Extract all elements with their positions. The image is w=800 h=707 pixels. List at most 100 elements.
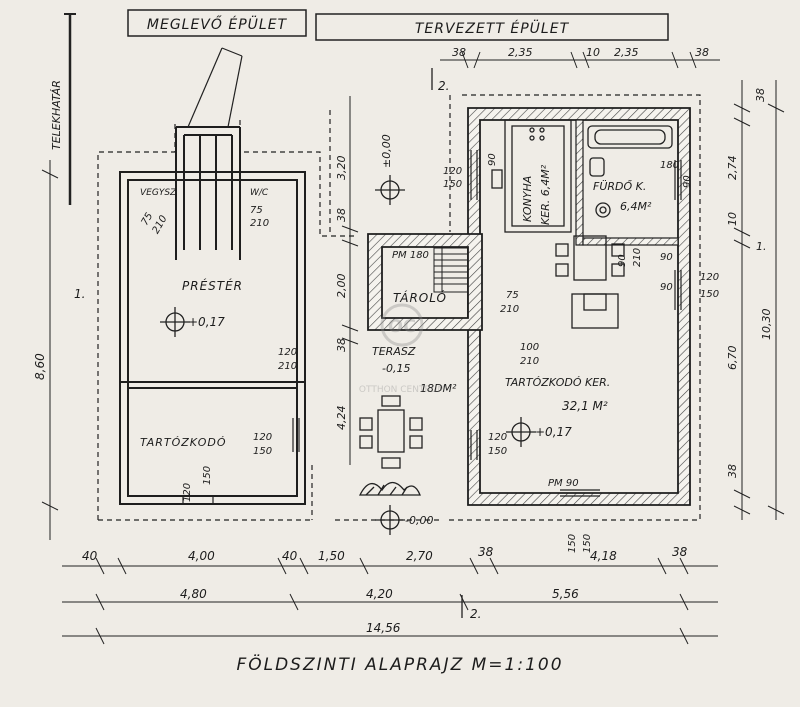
room-terrace: TERASZ [372, 345, 416, 358]
opening-bath-180: 180 [660, 160, 679, 171]
bot1-3: 1,50 [318, 549, 345, 563]
right-dimension-lines [733, 80, 785, 520]
opening-pm90: PM 90 [548, 478, 579, 489]
header-existing-building: MEGLEVŐ ÉPÜLET [127, 9, 307, 37]
existing-building-walls [119, 126, 306, 505]
room-storage: TÁROLÓ [393, 290, 447, 305]
kitchen-counter [491, 119, 572, 233]
left-dimension-line [41, 160, 59, 540]
middle-dimension-line [341, 96, 359, 465]
section-label-bottom: 2. [470, 607, 481, 621]
chimney-lines [187, 47, 243, 128]
mid-dim-2: 2,00 [335, 274, 348, 299]
right-dim-0: 38 [754, 88, 767, 102]
opening-right-150: 150 [700, 289, 719, 300]
opening-side-90: 90 [660, 252, 673, 263]
opening-fur-90: 90 [617, 254, 628, 267]
left-section-label: 1. [74, 287, 85, 301]
mid-dim-0: 3,20 [335, 156, 348, 181]
header-existing-label: MEGLEVŐ ÉPÜLET [147, 15, 288, 33]
bottom-dimension-lines [62, 557, 718, 645]
opening-side-90b: 90 [660, 282, 673, 293]
level-017-right: +0,17 [535, 425, 572, 439]
bot1-7: 38 [672, 545, 688, 559]
room-old-living: TARTÓZKODÓ [140, 436, 227, 449]
level-000: ±0,00 [380, 134, 393, 168]
watermark-logo: OC [388, 316, 417, 337]
level-marker-000 [375, 175, 405, 205]
kitchen-name: KONYHA [521, 176, 534, 222]
opening-100: 100 [520, 342, 539, 353]
opening-150-a: 150 [567, 534, 578, 553]
top-dim-1: 2,35 [508, 46, 533, 59]
top-dims: 38 2,35 10 2,35 38 [452, 46, 709, 59]
opening-top-120: 120 [443, 166, 462, 177]
bot1-6: 4,18 [590, 549, 617, 563]
right-dim-4: 38 [726, 464, 739, 478]
bot2-1: 4,20 [366, 587, 393, 601]
bottom-total: 14,56 [366, 621, 401, 635]
right-dim-1: 2,74 [726, 156, 739, 181]
opening-bottom-150: 150 [202, 466, 213, 485]
bot1-5: 38 [478, 545, 494, 559]
bot1-1: 4,00 [188, 549, 215, 563]
opening-bath-90: 90 [682, 175, 693, 188]
mid-dim-4: 4,24 [335, 406, 348, 431]
mid-dim-3: 38 [335, 338, 348, 352]
opening-pm180: PM 180 [392, 250, 429, 261]
mid-dim-1: 38 [335, 208, 348, 222]
watermark-text: OTTHON CENTRUM [359, 385, 445, 395]
room-living: TARTÓZKODÓ KER. [505, 376, 610, 389]
terrace-furniture [359, 395, 423, 469]
dining-table [555, 235, 625, 281]
top-dim-4: 38 [695, 46, 709, 59]
header-planned-building: TERVEZETT ÉPÜLET [315, 13, 669, 41]
bottom-dims-row2: 4,80 4,20 5,56 [180, 587, 579, 601]
bot1-4: 2,70 [406, 549, 433, 563]
plant-symbol [358, 481, 421, 496]
right-section-label: 1. [756, 240, 767, 253]
opening-210-b: 210 [250, 218, 269, 229]
header-planned-label: TERVEZETT ÉPÜLET [415, 19, 570, 37]
level-marker-017-left [160, 307, 190, 337]
middle-dims: 3,20 38 2,00 38 4,24 [335, 156, 348, 431]
bath-area: 6,4M² [620, 200, 652, 213]
opening-150-b: 150 [582, 534, 593, 553]
kitchen-area: KER. 6,4M² [539, 164, 552, 225]
bathroom-fixtures [587, 125, 673, 218]
top-dim-0: 38 [452, 46, 466, 59]
opening-labels: 120 150 75 210 75 210 PM 180 75 210 120 … [140, 153, 720, 553]
right-dim-2: 10 [726, 212, 739, 226]
top-dim-3: 2,35 [614, 46, 639, 59]
window-ticks [182, 150, 682, 504]
opening-fur-210: 210 [632, 248, 643, 267]
level-marker-000-bottom [375, 505, 405, 535]
opening-top-150: 150 [443, 179, 462, 190]
left-total: 8,60 [33, 353, 47, 380]
opening-75-b: 75 [250, 205, 263, 216]
section-markers [431, 68, 463, 618]
bot2-0: 4,80 [180, 587, 207, 601]
opening-right-120: 120 [700, 272, 719, 283]
bot1-0: 40 [82, 549, 98, 563]
stove [571, 293, 619, 329]
room-vegysz: VEGYSZ [140, 188, 177, 198]
room-terrace-area: 18DM² [420, 382, 457, 395]
bottom-dims-row1: 40 4,00 40 1,50 2,70 38 4,18 38 [82, 545, 688, 563]
opening-living-120: 120 [488, 432, 507, 443]
level-015: -0,15 [382, 362, 410, 375]
opening-store-210: 210 [500, 304, 519, 315]
opening-kitchen-90: 90 [487, 153, 498, 166]
boundary-label: TELEKHATÁR [50, 80, 63, 150]
top-dimension-line [440, 51, 720, 69]
opening-store-75: 75 [506, 290, 519, 301]
level-000-bottom: -0,00 [405, 514, 433, 527]
property-boundary: TELEKHATÁR [50, 13, 76, 205]
right-total: 10,30 [760, 309, 773, 341]
opening-living-150: 150 [488, 446, 507, 457]
room-wc: W/C [250, 188, 269, 198]
opening-old-120: 120 [253, 432, 272, 443]
level-marker-017-right [506, 417, 536, 447]
opening-210: 210 [520, 356, 539, 367]
top-dim-2: 10 [586, 46, 600, 59]
